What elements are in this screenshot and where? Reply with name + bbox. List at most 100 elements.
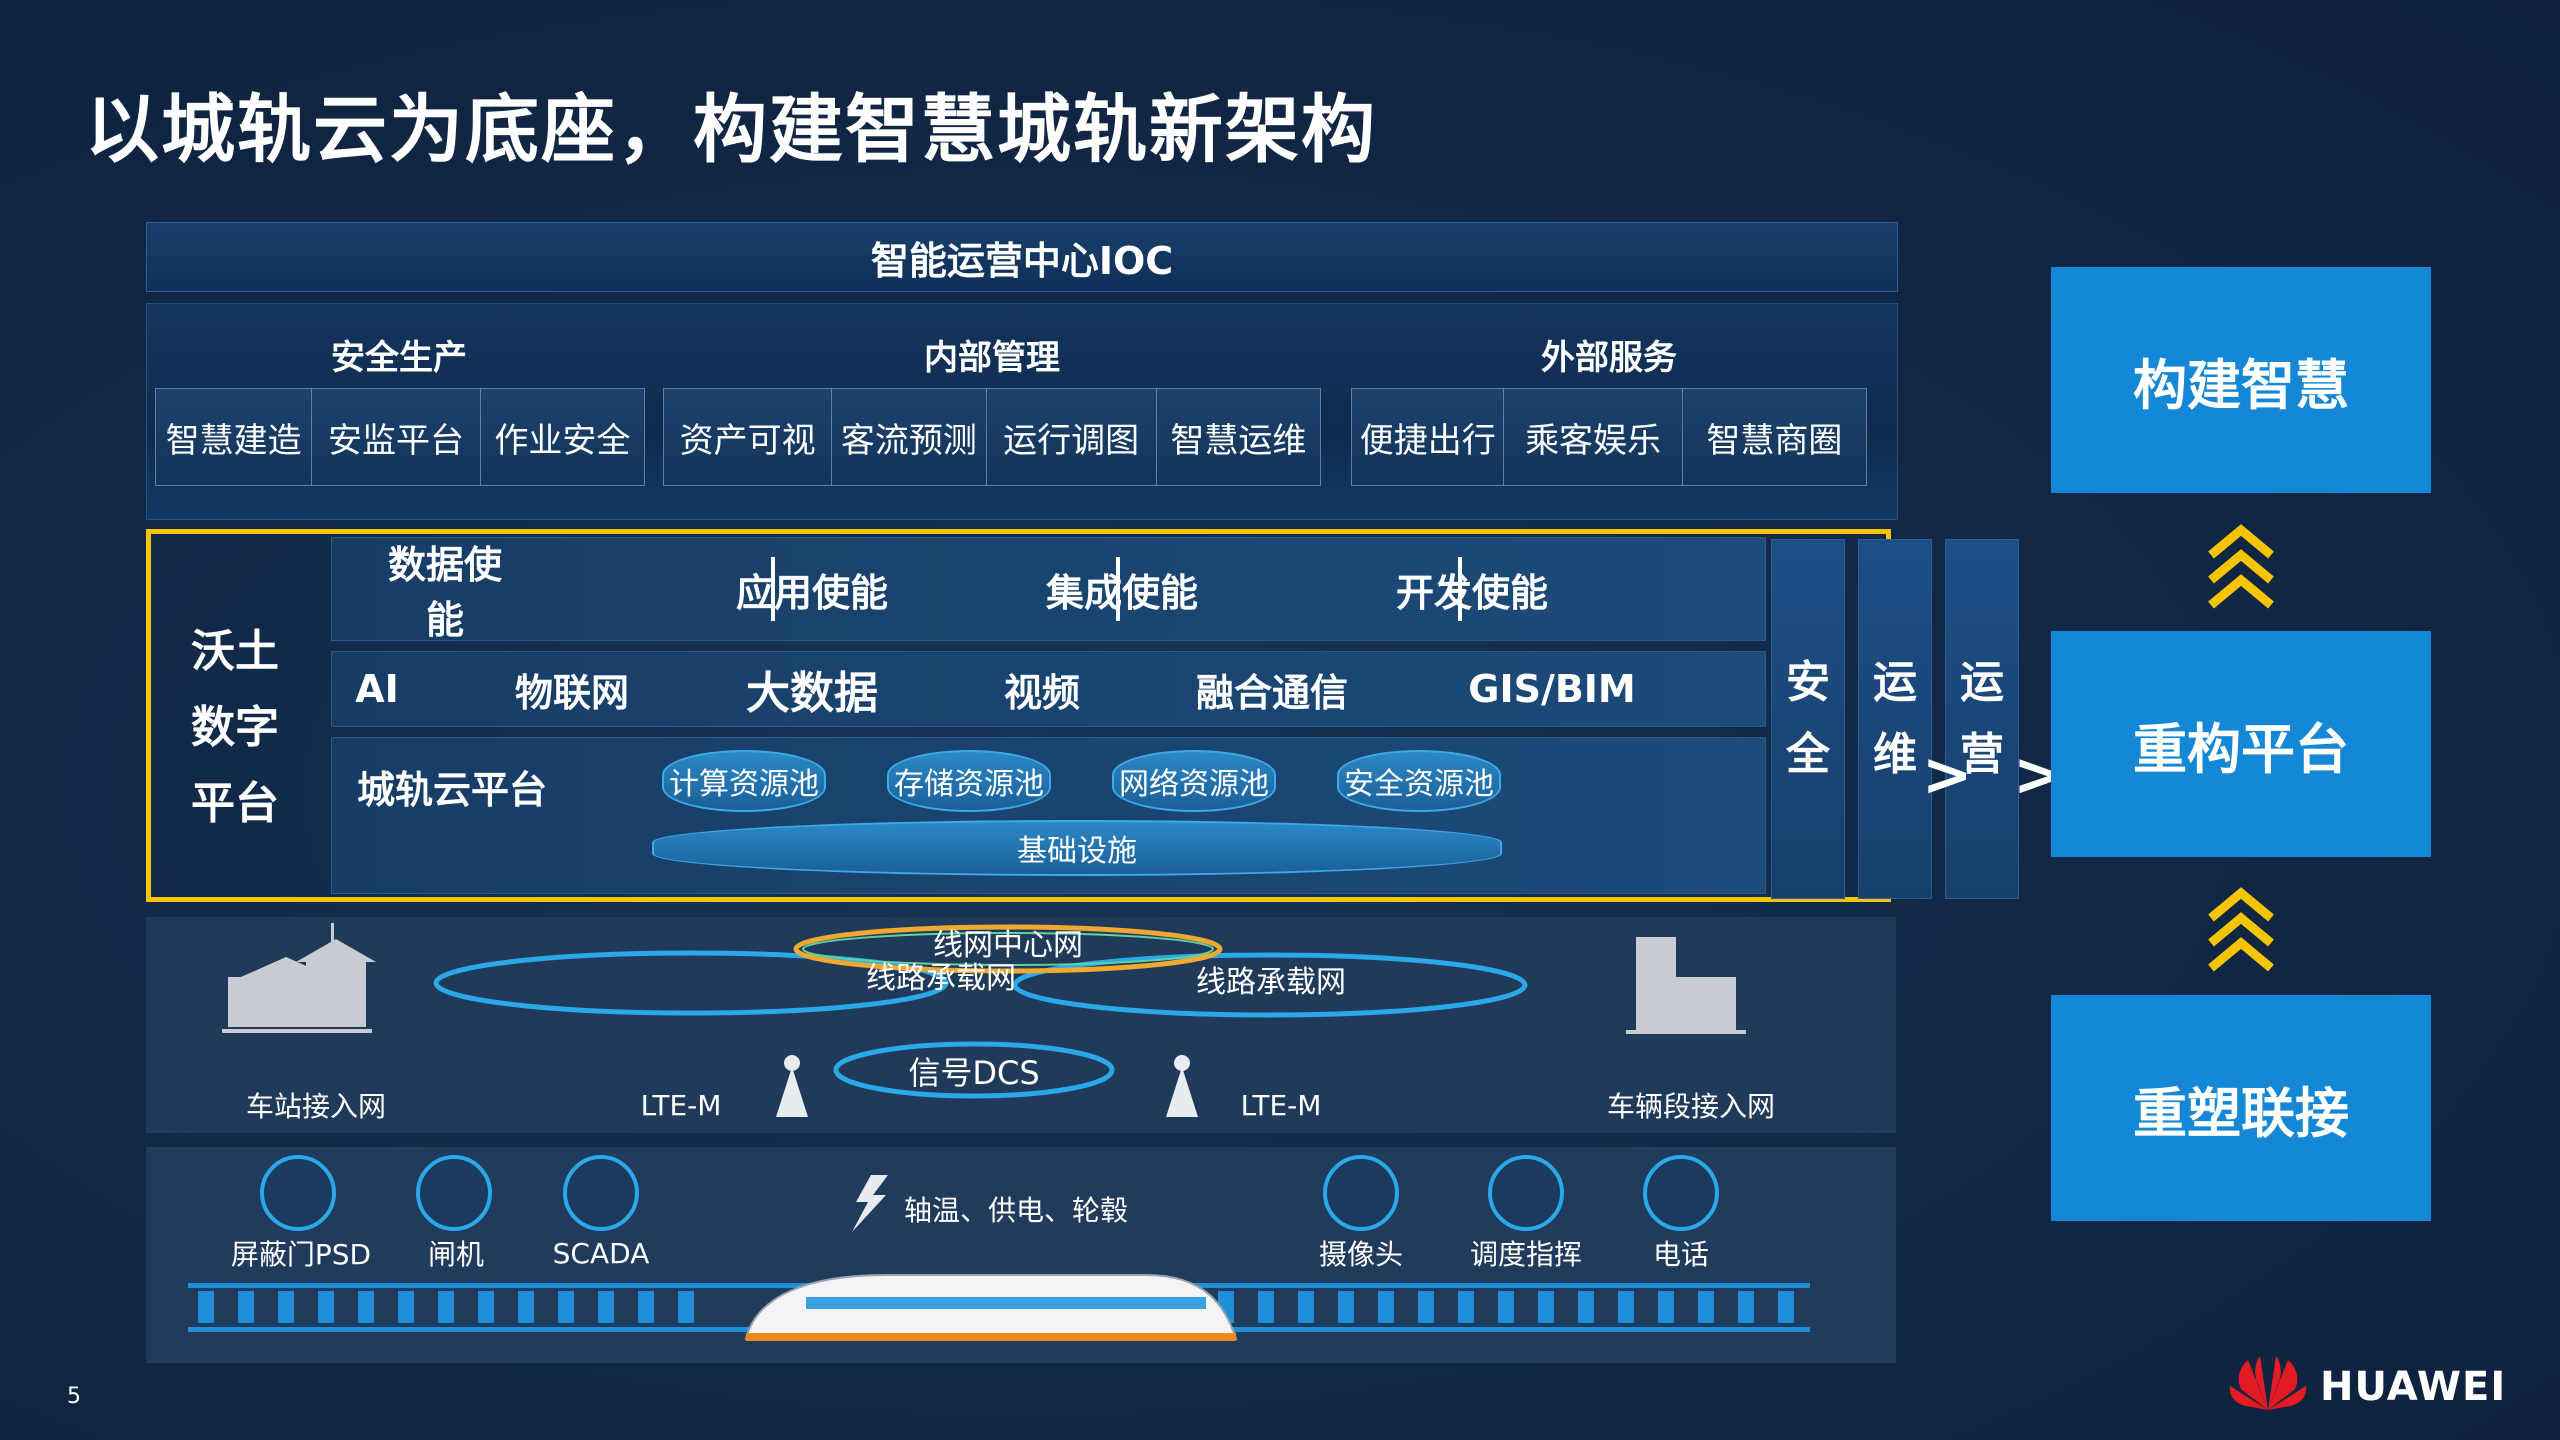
page-title: 以城轨云为底座，构建智慧城轨新架构 — [85, 87, 1377, 173]
app-cell: 运行调图 — [986, 389, 1157, 485]
app-cell: 客流预测 — [832, 389, 987, 485]
psd-icon — [260, 1155, 336, 1231]
tech: 大数据 — [746, 668, 878, 719]
arrow-text: > > — [1922, 740, 2074, 810]
enablers-bar: 数据使能 应用使能 集成使能 开发使能 — [331, 537, 1766, 642]
application-layer: 安全生产 智慧建造 安监平台 作业安全 内部管理 资产可视 客流预测 运行调图 … — [146, 303, 1898, 520]
device-layer: 屏蔽门PSD 闸机 SCADA 轴温、供电、轮毂 摄像头 调度指挥 电话 — [146, 1147, 1896, 1363]
divider — [1458, 557, 1462, 621]
side-col-security: 安 全 — [1771, 539, 1845, 899]
side-col-char: 运 — [1873, 657, 1917, 708]
dcs-label: 信号DCS — [908, 1054, 1040, 1092]
group-title-external: 外部服务 — [1541, 337, 1677, 378]
app-cell: 安监平台 — [312, 389, 481, 485]
platform-name-line: 沃土 — [191, 626, 279, 677]
group-title-safety: 安全生产 — [331, 337, 467, 378]
app-cell: 乘客娱乐 — [1504, 389, 1683, 485]
app-cell: 智慧建造 — [156, 389, 313, 485]
device-icon-rings — [260, 1155, 1719, 1231]
digital-platform: 沃土 数字 平台 数据使能 应用使能 集成使能 开发使能 AI 物联网 大数据 … — [146, 529, 2019, 902]
side-col-maintenance: 运 维 — [1858, 539, 1932, 899]
antenna-left-icon — [776, 1055, 808, 1117]
side-col-char: 营 — [1960, 729, 2004, 780]
group-safety: 智慧建造 安监平台 作业安全 — [155, 388, 645, 486]
cloud-label: 城轨云平台 — [356, 767, 547, 812]
line-net-left-label: 线路承载网 — [866, 961, 1016, 996]
antenna-right-icon — [1166, 1055, 1198, 1117]
app-cell: 智慧商圈 — [1682, 389, 1866, 485]
pool: 计算资源池 — [662, 750, 826, 812]
ring-dcs — [833, 1041, 1115, 1099]
platform-name-line: 数字 — [191, 702, 279, 753]
phone-icon — [1643, 1155, 1719, 1231]
device-label: 闸机 — [427, 1238, 484, 1271]
enabler: 开发使能 — [1395, 570, 1548, 615]
station-net-label: 车站接入网 — [245, 1090, 386, 1123]
app-cell: 作业安全 — [480, 389, 644, 485]
techs-bar: AI 物联网 大数据 视频 融合通信 GIS/BIM — [331, 651, 1766, 727]
tech: 物联网 — [514, 670, 629, 715]
side-col-char: 运 — [1960, 657, 2004, 708]
pool: 网络资源池 — [1112, 750, 1276, 812]
app-cell: 智慧运维 — [1156, 389, 1320, 485]
lte-right-label: LTE-M — [1240, 1088, 1322, 1122]
device-middle-label: 轴温、供电、轮毂 — [903, 1194, 1128, 1227]
ring-line-right — [1012, 952, 1528, 1018]
scada-icon — [563, 1155, 639, 1231]
camera-icon — [1323, 1155, 1399, 1231]
platform-name-line: 平台 — [191, 778, 279, 829]
pool: 存储资源池 — [887, 750, 1051, 812]
pool: 安全资源池 — [1337, 750, 1501, 812]
ioc-bar: 智能运营中心IOC — [146, 222, 1898, 292]
divider — [1116, 557, 1120, 621]
depot-icon — [1626, 937, 1746, 1034]
right-box-platform: 重构平台 — [2051, 631, 2431, 857]
depot-net-label: 车辆段接入网 — [1606, 1090, 1775, 1123]
infrastructure: 基础设施 — [652, 820, 1502, 876]
network-rings — [222, 923, 1746, 1117]
tech: GIS/BIM — [1468, 667, 1636, 711]
dispatch-icon — [1488, 1155, 1564, 1231]
line-net-right-label: 线路承载网 — [1196, 965, 1346, 1000]
device-label: 摄像头 — [1318, 1238, 1403, 1271]
side-col-char: 安 — [1786, 657, 1830, 708]
lte-left-label: LTE-M — [640, 1088, 722, 1122]
ring-line-left — [433, 950, 949, 1016]
app-cell: 便捷出行 — [1352, 389, 1505, 485]
side-col-char: 全 — [1786, 729, 1830, 780]
rail-ties — [198, 1291, 1794, 1323]
chevron-up-icon — [2208, 524, 2274, 609]
device-label: 屏蔽门PSD — [230, 1238, 372, 1271]
tech: AI — [355, 667, 399, 711]
enabler: 集成使能 — [1045, 570, 1198, 615]
divider — [771, 557, 775, 621]
lightning-icon — [852, 1175, 888, 1232]
station-icon — [222, 923, 376, 1033]
tech: 融合通信 — [1195, 670, 1348, 715]
brand-name: HUAWEI — [2320, 1364, 2507, 1410]
network-layer: 线路承载网 线网中心网 线路承载网 信号DCS 车站接入网 LTE-M LTE-… — [146, 917, 1896, 1133]
group-title-internal: 内部管理 — [924, 337, 1060, 378]
cloud-bar: 城轨云平台 计算资源池 存储资源池 网络资源池 安全资源池 基础设施 — [331, 737, 1766, 894]
right-box-connect: 重塑联接 — [2051, 995, 2431, 1221]
group-internal: 资产可视 客流预测 运行调图 智慧运维 — [663, 388, 1321, 486]
huawei-logo-icon — [2229, 1356, 2307, 1410]
train-icon — [744, 1274, 1238, 1341]
group-external: 便捷出行 乘客娱乐 智慧商圈 — [1351, 388, 1867, 486]
ring-center-inner — [802, 932, 1214, 966]
ring-center — [793, 924, 1223, 974]
center-net-label: 线网中心网 — [933, 928, 1083, 963]
enabler: 应用使能 — [735, 570, 888, 615]
right-box-build: 构建智慧 — [2051, 267, 2431, 493]
app-cell: 资产可视 — [664, 389, 833, 485]
chevron-up-icon — [2208, 887, 2274, 972]
tech: 视频 — [1003, 670, 1080, 715]
platform-name: 沃土 数字 平台 — [191, 614, 279, 842]
device-label: 电话 — [1652, 1238, 1709, 1271]
page-number: 5 — [67, 1384, 81, 1409]
device-label: SCADA — [552, 1236, 650, 1270]
device-label: 调度指挥 — [1469, 1238, 1582, 1271]
device-graphics — [188, 1155, 1810, 1341]
side-col-char: 维 — [1873, 729, 1917, 780]
